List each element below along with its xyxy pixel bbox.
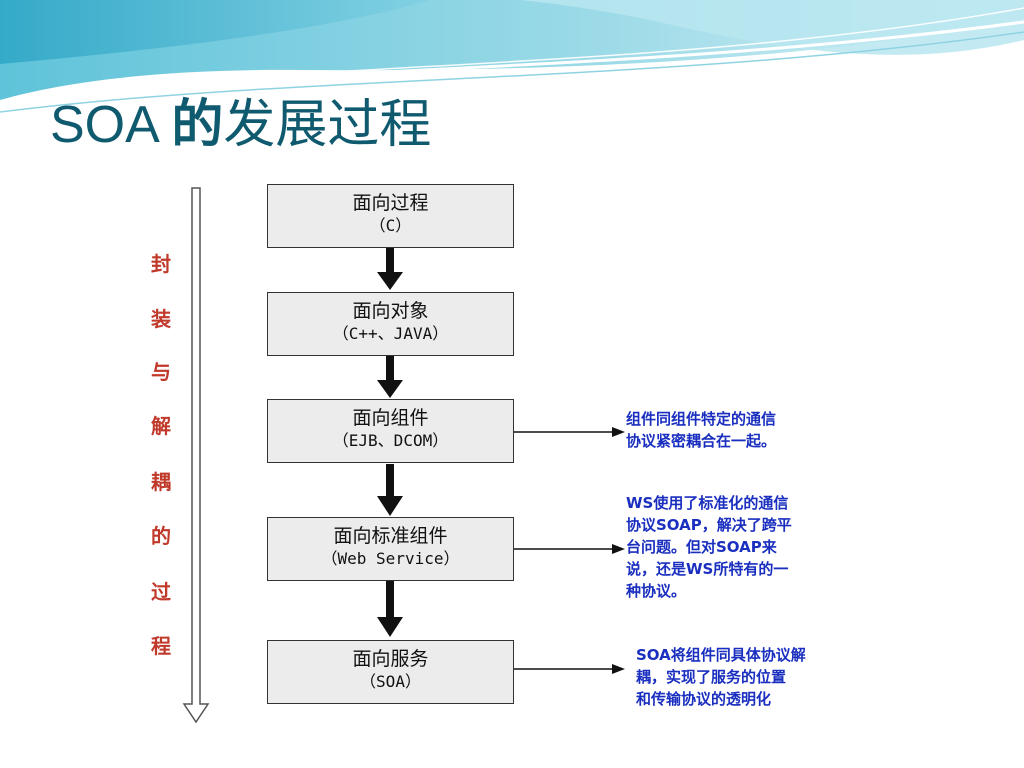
stage-box-component: 面向组件 （EJB、DCOM） xyxy=(267,399,514,463)
note-connector-arrow xyxy=(514,544,625,554)
stage-name: 面向过程 xyxy=(352,192,429,214)
side-label-char: 过 xyxy=(151,580,171,604)
header-wave-decoration xyxy=(0,0,1024,113)
stage-example: （SOA） xyxy=(360,672,421,691)
hollow-down-arrow xyxy=(182,187,210,724)
stage-example: （Web Service） xyxy=(321,549,460,568)
title-part-process: 发展过程 xyxy=(223,95,432,155)
side-label-char: 的 xyxy=(151,524,171,548)
side-label-char: 解 xyxy=(151,414,171,438)
title-part-de: 的 xyxy=(171,95,224,155)
title-part-soa: SOA xyxy=(50,96,172,154)
side-label-char: 封 xyxy=(151,252,171,276)
stage-example: （C） xyxy=(369,216,412,235)
flow-arrow-down xyxy=(377,356,403,398)
stage-box-service: 面向服务 （SOA） xyxy=(267,640,514,704)
stage-box-procedural: 面向过程 （C） xyxy=(267,184,514,248)
stage-name: 面向标准组件 xyxy=(333,525,448,547)
note-component: 组件同组件特定的通信 协议紧密耦合在一起。 xyxy=(626,410,777,450)
note-connector-arrow xyxy=(514,664,625,674)
stage-example: （C++、JAVA） xyxy=(332,324,449,343)
flow-arrow-down xyxy=(377,581,403,637)
stage-example: （EJB、DCOM） xyxy=(332,431,449,450)
side-label-char: 装 xyxy=(151,307,171,331)
stage-box-standard-component: 面向标准组件 （Web Service） xyxy=(267,517,514,581)
note-soa: SOA将组件同具体协议解 耦，实现了服务的位置 和传输协议的透明化 xyxy=(636,646,806,708)
stage-name: 面向对象 xyxy=(352,300,429,322)
stage-name: 面向组件 xyxy=(352,407,429,429)
note-connector-arrow xyxy=(514,427,625,437)
side-label-char: 耦 xyxy=(151,470,171,494)
note-web-service: WS使用了标准化的通信 协议SOAP，解决了跨平 台问题。但对SOAP来 说，还… xyxy=(626,494,792,600)
flow-arrow-down xyxy=(377,464,403,516)
flow-arrow-down xyxy=(377,248,403,290)
soa-evolution-diagram: 封 装 与 解 耦 的 过 程 面向过程 （C） 面向对象 （C++、JAVA）… xyxy=(150,176,860,728)
slide-title: SOA 的发展过程 xyxy=(50,82,431,157)
stage-name: 面向服务 xyxy=(352,648,429,670)
stage-box-object-oriented: 面向对象 （C++、JAVA） xyxy=(267,292,514,356)
side-label-char: 程 xyxy=(151,634,171,658)
side-label-char: 与 xyxy=(151,360,171,384)
